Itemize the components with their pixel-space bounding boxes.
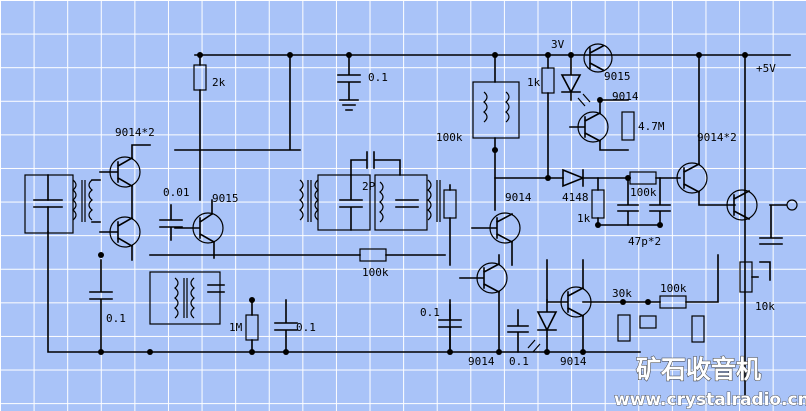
label-9014-top-right: 9014 [612, 90, 639, 103]
label-4148: 4148 [562, 191, 589, 204]
label-100k-mid: 100k [362, 266, 389, 279]
transistor-pair-9014-output [676, 54, 758, 221]
resistor-100k-d [659, 295, 687, 309]
watermark-url: www.crystalradio.cn [614, 390, 806, 410]
capacitor-0.1-bot [507, 309, 529, 353]
resistor-bottom-right [691, 315, 705, 343]
label-9014-center: 9014 [505, 191, 532, 204]
capacitor-2p [350, 151, 401, 176]
label-9014-bottom: 9014 [560, 355, 587, 368]
resistor-2k [193, 64, 207, 91]
label-9014x2-right: 9014*2 [697, 131, 737, 144]
transistor-9014-center [471, 212, 521, 266]
label-100k-d: 100k [660, 282, 687, 295]
diode-1n4148 [562, 168, 586, 188]
capacitor-0.1-left [89, 259, 113, 353]
site-watermark: 矿石收音机 www.crystalradio.cn [614, 355, 806, 411]
led-lower [527, 299, 558, 353]
transistor-9015-left [174, 199, 224, 259]
resistor-1k-top [541, 67, 555, 94]
label-0.01: 0.01 [163, 186, 190, 199]
label-10k: 10k [755, 300, 775, 313]
resistor-30k [617, 314, 631, 342]
resistor-100k-b [443, 189, 457, 219]
input-tank-circuit [24, 174, 101, 234]
capacitor-47p-pair [617, 177, 671, 226]
if-coil-upper [472, 81, 520, 139]
capacitor-0.1-mid [274, 299, 298, 353]
label-0.1-top: 0.1 [368, 71, 388, 84]
label-9015-right: 9015 [604, 70, 631, 83]
label-1k-top: 1k [527, 76, 541, 89]
junction-dots [98, 52, 748, 355]
label-0.1-left: 0.1 [106, 312, 126, 325]
label-100k-c: 100k [630, 186, 657, 199]
watermark-title: 矿石收音机 [636, 355, 761, 384]
potentiometer-10k [739, 261, 771, 293]
label-9014x2-left: 9014*2 [115, 126, 155, 139]
label-2p: 2P [362, 180, 376, 193]
label-9015-left: 9015 [212, 192, 239, 205]
resistor-4.7m [621, 111, 635, 141]
capacitor-0.1-low [438, 304, 462, 353]
label-0.1-low: 0.1 [420, 306, 440, 319]
resistor-1k-mid [591, 189, 605, 219]
label-47p: 47p*2 [628, 235, 661, 248]
transistor-9014-top-right [569, 99, 629, 151]
label-4.7m: 4.7M [638, 120, 665, 133]
resistor-100k-c [629, 171, 657, 185]
if-transformer-center [299, 174, 441, 231]
label-1k-mid: 1k [577, 212, 591, 225]
capacitor-0.1-top [337, 54, 361, 111]
transistor-9014-lower [459, 254, 508, 353]
label-1m: 1M [229, 321, 243, 334]
if-transformer-left [149, 271, 225, 325]
positive-rail [194, 54, 791, 396]
label-plus-5v: +5V [756, 62, 776, 75]
resistor-100k-mid [359, 248, 387, 262]
output-terminal [759, 199, 798, 245]
capacitor-0.01 [159, 204, 183, 241]
led-upper [560, 54, 591, 107]
label-0.1-bot: 0.1 [509, 355, 529, 368]
transistor-9014-bottom [546, 259, 592, 353]
capacitor-electrolytic [639, 315, 657, 329]
label-0.1-mid: 0.1 [296, 321, 316, 334]
label-3v: 3V [551, 38, 565, 51]
transistor-pair-9014 [99, 144, 151, 261]
label-30k: 30k [612, 287, 632, 300]
transistor-9015-right [583, 43, 613, 73]
label-2k: 2k [212, 76, 226, 89]
resistor-1m [245, 314, 259, 341]
label-9014-lower: 9014 [468, 355, 495, 368]
label-100k-b: 100k [436, 131, 463, 144]
ground-rail [47, 231, 641, 353]
